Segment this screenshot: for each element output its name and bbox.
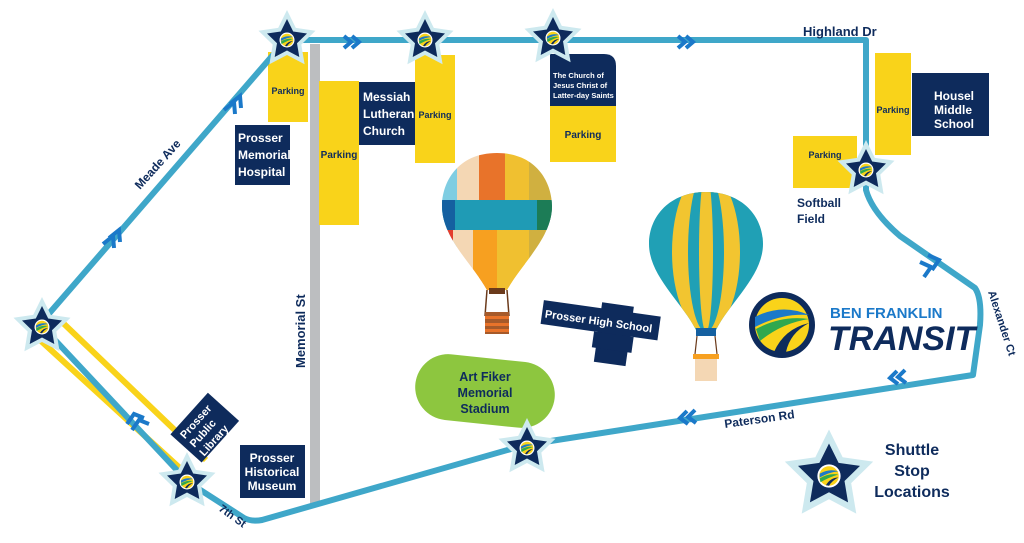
svg-text:Latter-day Saints: Latter-day Saints — [553, 91, 614, 100]
svg-text:Prosser: Prosser — [238, 131, 283, 145]
memorial-street-label: Memorial St — [293, 294, 308, 368]
svg-text:Memorial: Memorial — [238, 148, 291, 162]
logo-line2: TRANSIT — [828, 320, 979, 358]
alexander-ct-label: Alexander Ct — [985, 289, 1017, 358]
svg-text:Art Fiker: Art Fiker — [459, 370, 511, 384]
memorial-street — [310, 44, 320, 506]
softball-field-label: Softball Field — [797, 196, 841, 226]
parking-lot-messiah-west — [319, 81, 359, 225]
parking-label: Parking — [876, 105, 909, 115]
svg-text:Hospital: Hospital — [238, 165, 285, 179]
parking-lot-housel — [875, 53, 911, 155]
svg-text:Field: Field — [797, 212, 825, 226]
legend: Shuttle Stop Locations — [785, 430, 950, 514]
svg-text:School: School — [934, 117, 974, 131]
prosser-high-school: Prosser High School — [540, 300, 661, 367]
svg-text:Stop: Stop — [894, 463, 930, 480]
svg-text:Prosser: Prosser — [250, 451, 295, 465]
shuttle-route — [37, 37, 984, 524]
parking-label: Parking — [271, 86, 304, 96]
svg-text:Messiah: Messiah — [363, 90, 410, 104]
parking-lot-messiah-east — [415, 55, 455, 163]
highland-dr-label: Highland Dr — [803, 24, 877, 39]
svg-text:Church: Church — [363, 124, 405, 138]
svg-text:Housel: Housel — [934, 89, 974, 103]
hot-air-balloon-blue-yellow-icon — [649, 192, 763, 381]
lds-church: The Church of Jesus Christ of Latter-day… — [550, 54, 616, 106]
prosser-public-library: Prosser Public Library — [170, 392, 240, 463]
hot-air-balloon-multicolor-icon — [442, 153, 552, 334]
direction-chevrons — [101, 34, 943, 432]
legend-star-icon — [785, 430, 873, 514]
svg-text:Museum: Museum — [248, 479, 297, 493]
svg-text:Historical: Historical — [245, 465, 300, 479]
svg-text:The Church of: The Church of — [553, 71, 604, 80]
parking-label: Parking — [565, 130, 602, 141]
svg-text:Softball: Softball — [797, 196, 841, 210]
svg-text:Jesus Christ of: Jesus Christ of — [553, 81, 608, 90]
parking-lot-lds — [550, 105, 616, 162]
svg-text:Middle: Middle — [934, 103, 972, 117]
parking-label: Parking — [418, 110, 451, 120]
svg-text:Lutheran: Lutheran — [363, 107, 414, 121]
messiah-lutheran-church: Messiah Lutheran Church — [359, 82, 415, 145]
parking-label: Parking — [808, 150, 841, 160]
housel-middle-school: Housel Middle School — [912, 73, 989, 136]
svg-text:Locations: Locations — [874, 484, 950, 501]
parking-lot-hospital — [268, 52, 308, 122]
prosser-memorial-hospital: Prosser Memorial Hospital — [235, 125, 291, 185]
prosser-historical-museum: Prosser Historical Museum — [240, 445, 305, 498]
art-fiker-memorial-stadium: Art Fiker Memorial Stadium — [415, 354, 555, 428]
logo-line1: BEN FRANKLIN — [830, 305, 943, 322]
ben-franklin-transit-logo: BEN FRANKLIN TRANSIT — [749, 292, 979, 358]
parking-label: Parking — [321, 150, 358, 161]
svg-text:Memorial: Memorial — [458, 386, 513, 400]
svg-text:Stadium: Stadium — [460, 402, 509, 416]
svg-text:Shuttle: Shuttle — [885, 442, 939, 459]
